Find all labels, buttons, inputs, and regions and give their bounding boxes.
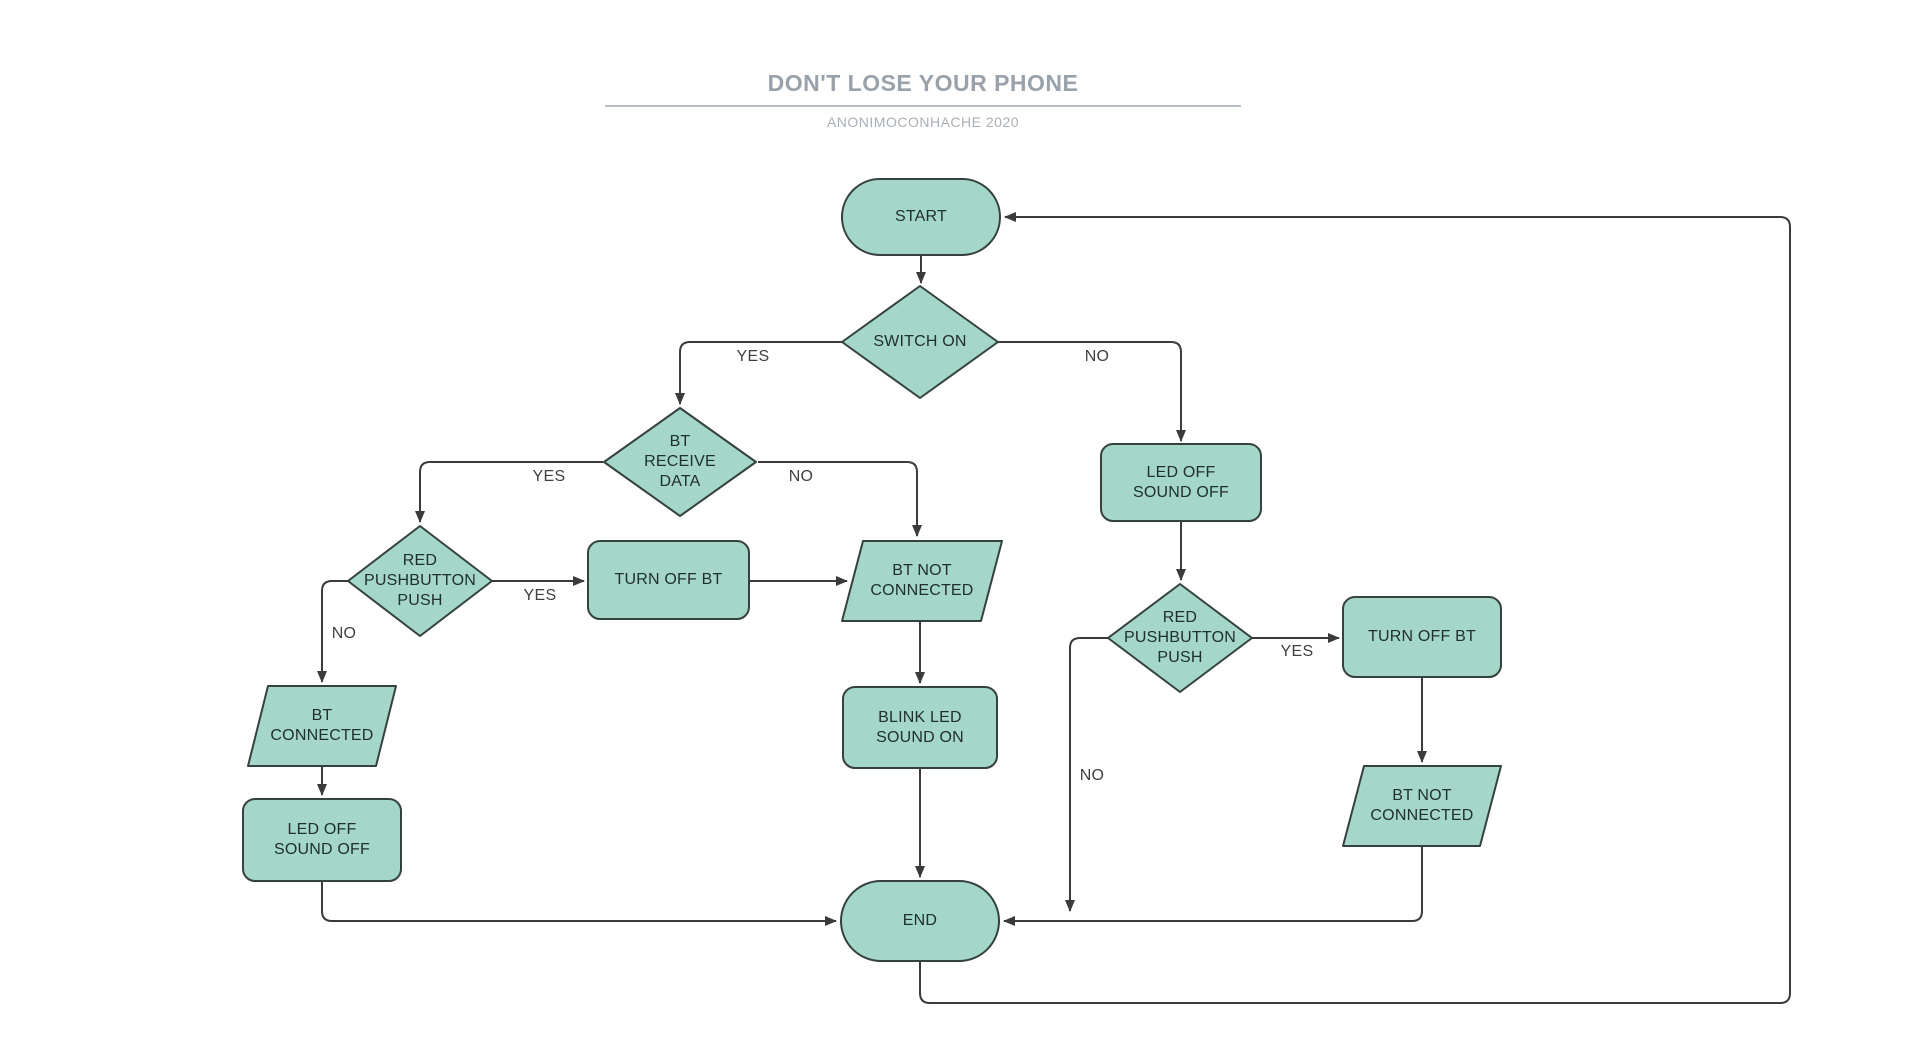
node-label: LED OFF SOUND OFF xyxy=(1132,463,1230,501)
edge-label-bt-receive-yes: YES xyxy=(532,468,566,485)
edge-label-red-push-left-yes: YES xyxy=(523,587,557,604)
node-bt-connected: BT CONNECTED xyxy=(247,685,397,767)
node-red-pushbutton-right: RED PUSHBUTTON PUSH xyxy=(1106,582,1254,694)
edge-label-red-push-left-no: NO xyxy=(331,625,357,642)
edge-end-to-start-loop xyxy=(919,212,1791,1004)
node-start: START xyxy=(841,178,1001,256)
edge-switch-on-yes xyxy=(675,341,843,405)
edge-label-red-push-right-yes: YES xyxy=(1280,643,1314,660)
diagram-title: DON'T LOSE YOUR PHONE xyxy=(767,70,1079,96)
data-shape xyxy=(1342,765,1502,847)
node-bt-not-connected-mid: BT NOT CONNECTED xyxy=(841,540,1003,622)
diagram-subtitle: ANONIMOCONHACHE 2020 xyxy=(826,114,1020,130)
edge-bt-not-connected-right-to-end xyxy=(1003,847,1423,926)
node-label: END xyxy=(902,912,938,929)
data-shape xyxy=(841,540,1003,622)
decision-shape xyxy=(603,407,757,517)
node-label: BT NOT CONNECTED xyxy=(1370,787,1474,824)
process-shape xyxy=(1342,596,1502,678)
node-red-pushbutton-left: RED PUSHBUTTON PUSH xyxy=(346,524,494,638)
data-shape xyxy=(247,685,397,767)
edge-label-switch-on-no: NO xyxy=(1084,348,1110,365)
node-label: RED PUSHBUTTON PUSH xyxy=(1124,609,1236,666)
process-shape xyxy=(587,540,750,620)
process-shape xyxy=(242,798,402,882)
node-label: BLINK LED SOUND ON xyxy=(876,708,964,746)
node-blink-led-sound-on: BLINK LED SOUND ON xyxy=(842,686,998,769)
process-shape xyxy=(842,686,998,769)
decision-shape xyxy=(347,525,493,637)
node-end: END xyxy=(840,880,1000,962)
node-turn-off-bt-right: TURN OFF BT xyxy=(1342,596,1502,678)
node-label: LED OFF SOUND OFF xyxy=(273,821,371,858)
edge-bt-receive-yes xyxy=(415,461,603,523)
node-led-off-sound-off-right: LED OFF SOUND OFF xyxy=(1100,443,1262,522)
terminator-shape xyxy=(840,880,1000,962)
node-label: TURN OFF BT xyxy=(614,571,723,588)
edge-switch-on-no xyxy=(997,341,1186,442)
terminator-shape xyxy=(841,178,1001,256)
node-label: START xyxy=(895,208,947,225)
decision-shape xyxy=(841,285,999,399)
node-label: SWITCH ON xyxy=(873,333,967,350)
edge-label-switch-on-yes: YES xyxy=(736,348,770,365)
node-label: TURN OFF BT xyxy=(1368,628,1476,645)
edge-bt-receive-no xyxy=(758,461,922,537)
node-label: RED PUSHBUTTON PUSH xyxy=(364,552,476,609)
node-bt-receive-data: BT RECEIVE DATA xyxy=(602,406,758,518)
decision-shape xyxy=(1107,583,1253,693)
node-turn-off-bt-left: TURN OFF BT xyxy=(587,540,750,620)
header: DON'T LOSE YOUR PHONE ANONIMOCONHACHE 20… xyxy=(605,70,1241,130)
title-underline xyxy=(605,105,1241,107)
edge-red-push-right-no xyxy=(1065,637,1108,912)
process-shape xyxy=(1100,443,1262,522)
node-switch-on: SWITCH ON xyxy=(840,284,1000,400)
edge-label-bt-receive-no: NO xyxy=(788,468,814,485)
edge-label-red-push-right-no: NO xyxy=(1079,767,1105,784)
node-label: BT NOT CONNECTED xyxy=(870,562,974,599)
node-led-off-sound-off-left: LED OFF SOUND OFF xyxy=(242,798,402,882)
edge-red-push-left-no xyxy=(317,580,348,683)
node-label: BT RECEIVE DATA xyxy=(644,433,716,490)
node-bt-not-connected-right: BT NOT CONNECTED xyxy=(1342,765,1502,847)
edge-led-off-left-to-end xyxy=(321,882,837,926)
node-label: BT CONNECTED xyxy=(270,707,374,744)
